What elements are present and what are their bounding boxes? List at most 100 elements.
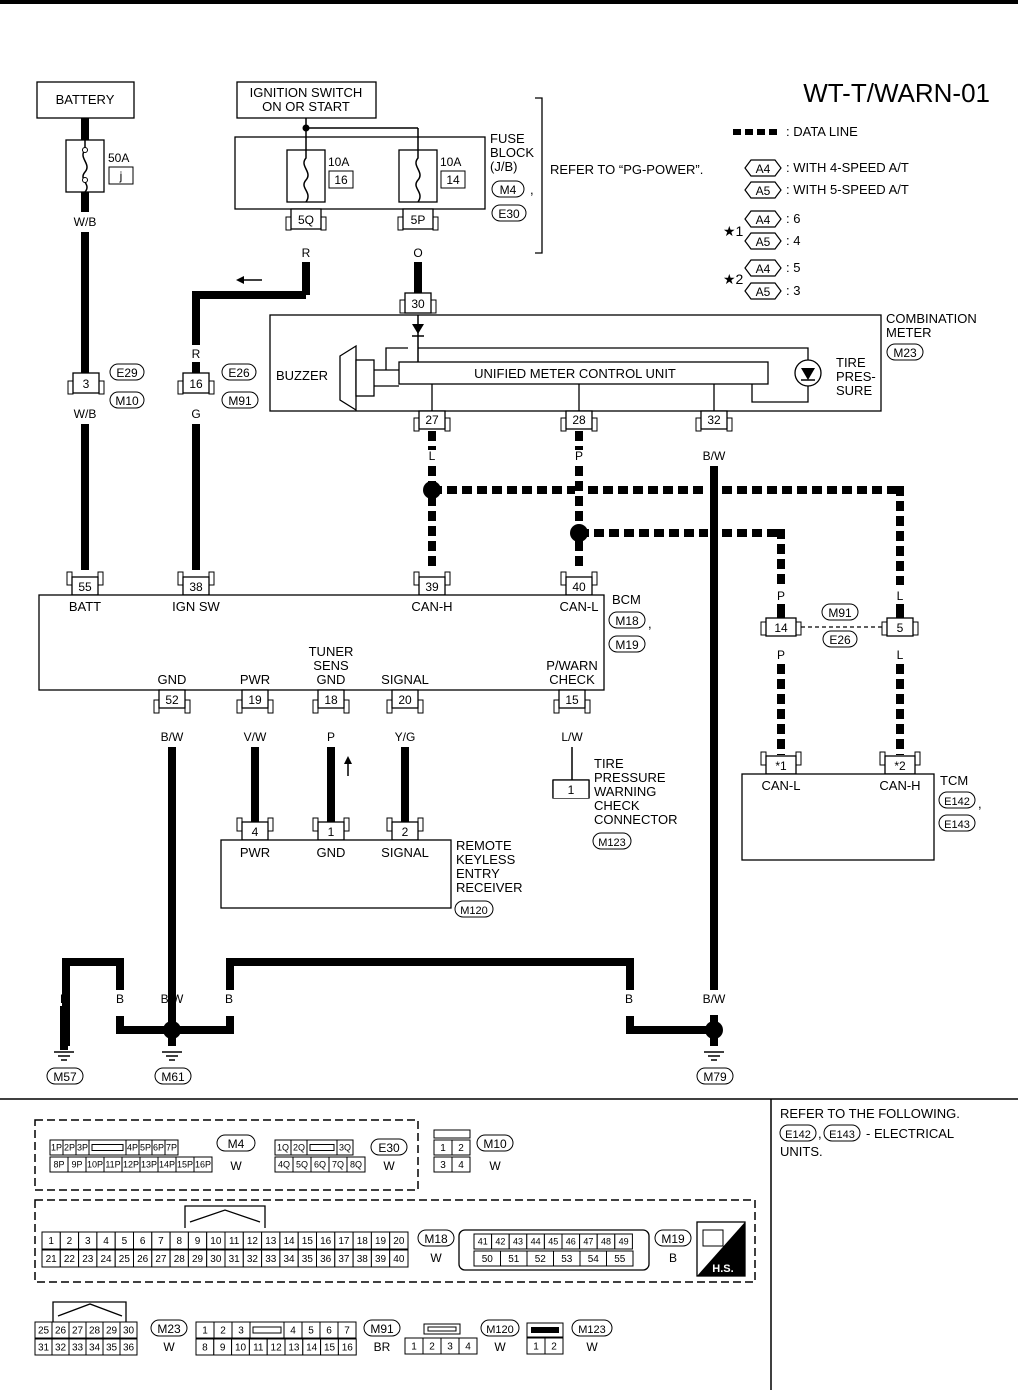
svg-text:H.S.: H.S. [712, 1263, 733, 1275]
pin-label: 12 [247, 1236, 259, 1247]
pin-label: 5 [308, 1326, 314, 1337]
pin-cell [606, 1250, 634, 1267]
svg-text:M4: M4 [500, 183, 517, 197]
pin-label: 5 [122, 1236, 128, 1247]
svg-text:SIGNAL: SIGNAL [381, 672, 429, 687]
connector-28: 28 [560, 410, 598, 432]
svg-text:50A: 50A [108, 151, 129, 165]
pin-cell [389, 1249, 409, 1268]
svg-text:28: 28 [572, 413, 586, 427]
svg-text:30: 30 [411, 297, 425, 311]
pin-label: 34 [283, 1254, 295, 1265]
pin-label: 16P [195, 1160, 211, 1170]
svg-text:WARNING: WARNING [594, 784, 656, 799]
pin-label: 6 [326, 1326, 332, 1337]
unified-meter-control-unit [398, 361, 769, 385]
pin-label: 11P [105, 1160, 120, 1170]
key-slot [91, 1144, 124, 1151]
battery-label: BATTERY [56, 92, 115, 107]
pin-label: 51 [508, 1254, 520, 1265]
svg-text:M19: M19 [615, 638, 639, 652]
pin-label: 29 [192, 1254, 204, 1265]
svg-text:E143: E143 [829, 1129, 855, 1141]
svg-text:B/W: B/W [161, 992, 184, 1006]
svg-text:18: 18 [324, 693, 338, 707]
pin-cell [336, 1139, 354, 1156]
svg-text:*2: *2 [894, 759, 906, 773]
pin-label: 27 [155, 1254, 167, 1265]
svg-text:M61: M61 [161, 1070, 185, 1084]
pin-cell [451, 1156, 471, 1173]
connector-32: 32 [695, 410, 733, 432]
svg-text:: WITH 5-SPEED A/T: : WITH 5-SPEED A/T [786, 182, 909, 197]
svg-text:- ELECTRICAL: - ELECTRICAL [866, 1126, 954, 1141]
pin-label: 55 [614, 1254, 626, 1265]
top-border [0, 0, 1018, 4]
pin-label: 28 [89, 1326, 101, 1337]
svg-text:GND: GND [317, 672, 346, 687]
svg-text:W: W [586, 1340, 598, 1354]
connector-38: 38 [177, 571, 215, 596]
svg-text:CHECK: CHECK [549, 672, 595, 687]
pin-label: 24 [100, 1254, 112, 1265]
pin-label: 27 [72, 1326, 84, 1337]
pin-label: 11 [253, 1343, 264, 1354]
svg-text:10A: 10A [328, 155, 349, 169]
svg-text:METER: METER [886, 325, 932, 340]
pin-label: 47 [583, 1237, 593, 1247]
pin-label: 3Q [339, 1143, 351, 1153]
pin-cell [346, 1156, 366, 1173]
svg-text:B: B [625, 992, 633, 1006]
connector-5q: 5Q [285, 208, 327, 231]
svg-text:32: 32 [707, 413, 721, 427]
connector-39: 39 [413, 571, 451, 596]
buzzer-icon [339, 344, 357, 412]
pin-label: 4 [465, 1342, 471, 1353]
svg-text:W: W [163, 1340, 175, 1354]
svg-text:1: 1 [568, 783, 575, 797]
pin-label: 14 [306, 1343, 318, 1354]
svg-text:BCM: BCM [612, 592, 641, 607]
pin-cell [451, 1139, 471, 1156]
svg-text:E142: E142 [944, 796, 970, 808]
pin-label: 35 [302, 1254, 314, 1265]
svg-text:R: R [302, 246, 311, 260]
pin-label: 13P [141, 1160, 157, 1170]
pin-label: 3P [77, 1143, 88, 1153]
pin-cell [119, 1338, 138, 1356]
pin-label: 5Q [296, 1160, 308, 1170]
pin-label: 41 [478, 1237, 488, 1247]
svg-text:,: , [530, 182, 534, 197]
svg-text:IGN SW: IGN SW [172, 599, 220, 614]
svg-text:L: L [897, 589, 904, 603]
svg-text:55: 55 [78, 580, 92, 594]
svg-text:SIGNAL: SIGNAL [381, 845, 429, 860]
pin-label: 29 [106, 1326, 118, 1337]
pin-label: 7Q [332, 1160, 344, 1170]
svg-text:PRES-: PRES- [836, 369, 876, 384]
svg-text:W: W [494, 1340, 506, 1354]
pin-label: 8Q [350, 1160, 362, 1170]
svg-text:E30: E30 [498, 207, 520, 221]
pin-label: 2 [429, 1342, 435, 1353]
pin-label: 9P [71, 1160, 82, 1170]
svg-text:B/W: B/W [703, 449, 726, 463]
pin-label: 8P [53, 1160, 64, 1170]
svg-text:M19: M19 [661, 1232, 685, 1246]
svg-text:R: R [192, 347, 201, 361]
svg-text:E26: E26 [228, 366, 250, 380]
pin-label: 10 [210, 1236, 222, 1247]
connector-5p: 5P [397, 208, 439, 231]
connector-27: 27 [413, 410, 451, 432]
svg-text:4: 4 [252, 825, 259, 839]
svg-text:TIRE: TIRE [836, 355, 866, 370]
svg-text:IGNITION SWITCH: IGNITION SWITCH [250, 85, 363, 100]
pin-label: 8 [202, 1343, 208, 1354]
svg-text:15: 15 [565, 693, 579, 707]
pin-label: 13 [288, 1343, 300, 1354]
svg-text:CAN-H: CAN-H [879, 778, 920, 793]
